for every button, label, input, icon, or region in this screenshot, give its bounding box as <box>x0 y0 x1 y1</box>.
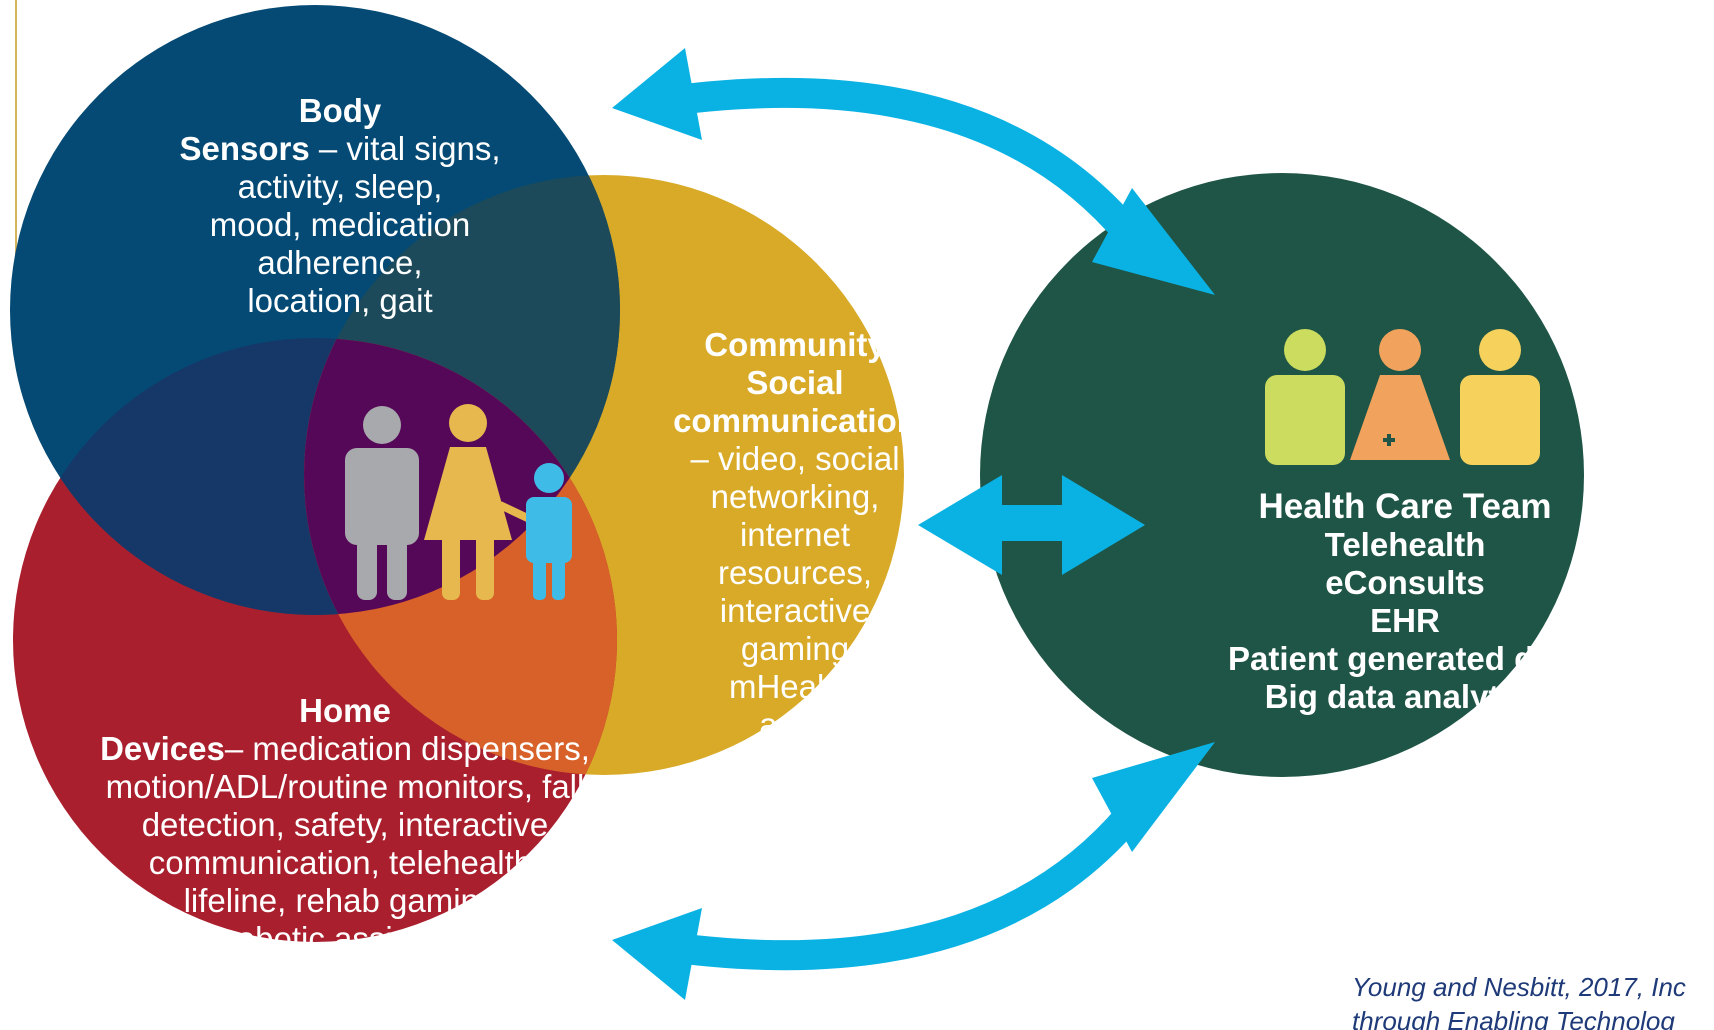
citation-line-2: through Enabling Technolog <box>1352 1006 1675 1030</box>
home-title: Home <box>299 692 391 729</box>
family-icon <box>345 404 572 600</box>
health-care-team-circle <box>980 173 1584 777</box>
community-line-3: internet <box>739 516 851 553</box>
community-label: Community Social communication – video, … <box>655 326 935 744</box>
home-label: Home Devices– medication dispensers, mot… <box>55 692 635 958</box>
health-care-team-icon <box>1265 329 1540 465</box>
community-line-6: gaming <box>740 630 850 667</box>
body-line-5: location, gait <box>247 282 433 319</box>
body-title: Body <box>298 92 382 129</box>
health-team-item-2: eConsults <box>1325 564 1485 601</box>
community-line-5: interactive <box>719 592 871 629</box>
community-subtitle-1: Social <box>746 364 844 401</box>
body-line-4: adherence, <box>257 244 423 281</box>
home-lead: Devices <box>100 730 225 767</box>
community-line-7: mHealth, <box>728 668 862 705</box>
body-line-2: activity, sleep, <box>237 168 443 205</box>
home-line-4: communication, telehealth, <box>148 844 542 881</box>
home-line-6: robotic assistant <box>225 920 465 957</box>
home-line-3: detection, safety, interactive <box>141 806 549 843</box>
body-lead: Sensors <box>179 130 310 167</box>
body-line-1: – vital signs, <box>318 130 501 167</box>
citation: Young and Nesbitt, 2017, Inc through Ena… <box>1352 970 1714 1030</box>
body-label: Body Sensors – vital signs, activity, sl… <box>140 92 540 320</box>
double-arrow-icon <box>612 48 1215 1000</box>
health-team-item-3: EHR <box>1370 602 1440 639</box>
body-line-3: mood, medication <box>209 206 471 243</box>
home-line-1: – medication dispensers, <box>224 730 590 767</box>
home-line-5: lifeline, rehab gaming, <box>183 882 507 919</box>
health-team-item-1: Telehealth <box>1324 526 1486 563</box>
health-care-team-title: Health Care Team <box>1258 487 1552 526</box>
health-team-item-5: Big data analytics <box>1264 678 1546 715</box>
community-line-1: – video, social <box>690 440 900 477</box>
community-title: Community <box>704 326 886 363</box>
community-subtitle-2: communication <box>673 402 917 439</box>
health-care-team-label: Health Care Team Telehealth eConsults EH… <box>1175 488 1635 716</box>
left-accent-line <box>15 0 17 270</box>
health-team-item-4: Patient generated data <box>1228 640 1582 677</box>
community-line-8: apps <box>759 706 831 743</box>
community-line-2: networking, <box>710 478 880 515</box>
home-line-2: motion/ADL/routine monitors, fall <box>105 768 585 805</box>
citation-line-1: Young and Nesbitt, 2017, Inc <box>1352 972 1686 1002</box>
community-line-4: resources, <box>717 554 873 591</box>
